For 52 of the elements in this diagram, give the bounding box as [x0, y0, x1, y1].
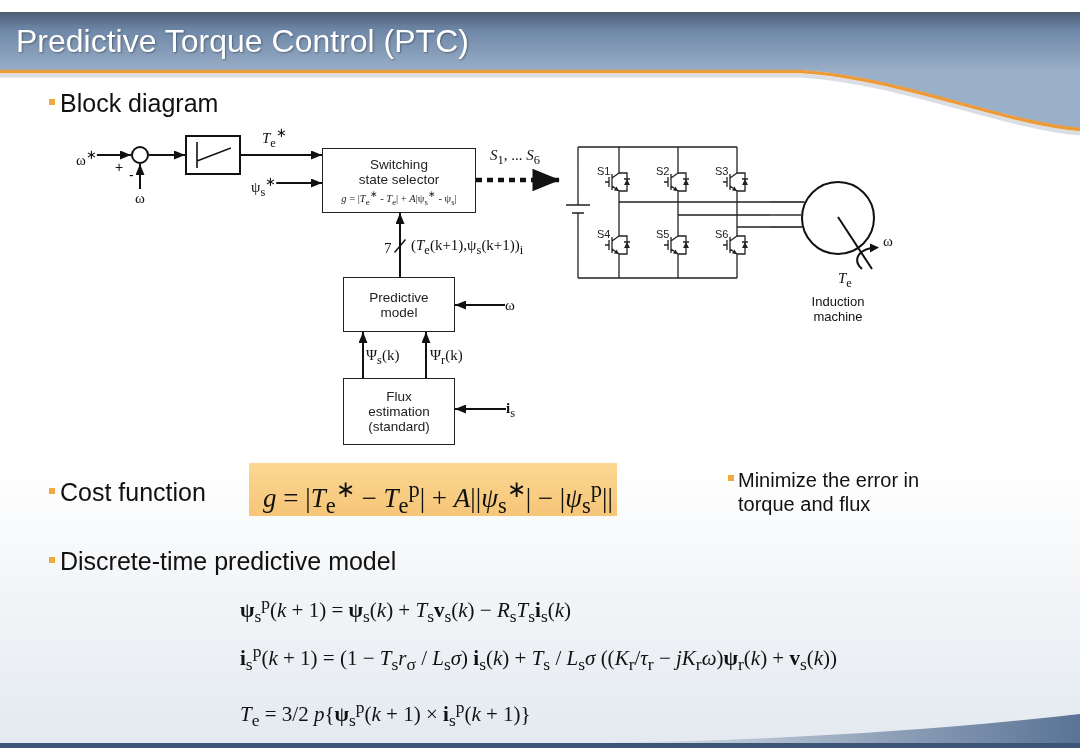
- dashed-arrow: [476, 168, 560, 192]
- sign-label: -: [129, 166, 134, 185]
- symbol-label: ω: [883, 233, 893, 250]
- node-caption: Induction machine: [810, 294, 866, 324]
- arrow: [95, 150, 132, 160]
- edge-label: Ψ$_{s}$(k): [366, 346, 400, 369]
- block-title: Predictive model: [368, 289, 430, 320]
- block-title: Flux estimation (standard): [367, 389, 431, 434]
- equation: ψ$_{s}$$^{p}$(k + 1) = ψ$_{s}$(k) + T$_{s}$v$_{s}$(k) − R$_{s}$T$_{s}$i$_{s}$(k): [240, 592, 572, 629]
- connection-line: [769, 214, 802, 216]
- sign-label: +: [115, 158, 124, 177]
- switch-label: S2: [656, 165, 670, 177]
- switch-label: S4: [597, 228, 611, 240]
- edge-label: Ψ$_{r}$(k): [430, 346, 463, 369]
- arrow: [454, 404, 507, 414]
- connection-line: [769, 226, 803, 228]
- arrow: [395, 212, 405, 278]
- edge-label: (T$_{e}$(k+1),ψ$_{s}$(k+1))$_{i}$: [411, 236, 524, 259]
- switch-label: S1: [597, 165, 611, 177]
- switch-label: S6: [715, 228, 729, 240]
- bullet-heading: Block diagram: [60, 88, 219, 119]
- note-text: Minimize the error in torque and flux: [738, 468, 921, 516]
- highlighted-formula: g = |T$_{e}$$^{∗}$ − T$_{e}$$^{p}$| + A||ψ$_{s}$$^{∗}$| − |ψ$_{s}$$^{p}$||: [249, 463, 617, 516]
- input-label: i$_{s}$: [506, 399, 516, 422]
- process-box: [322, 148, 476, 213]
- equation: i$_{s}$$^{p}$(k + 1) = (1 − T$_{s}$r$_{σ}$ / L$_{s}$σ) i$_{s}$(k) + T$_{s}$ / L$_{s}$σ ((K$_{r}$/τ$_{r}$ − jK$_{r}$ω)ψ$_{r}$(k) + v$_{s}$(k)): [240, 640, 838, 677]
- symbol-label: T$_{e}$: [838, 270, 852, 292]
- input-label: ω: [135, 189, 145, 207]
- formula: g = |T$_{e}$$^{∗}$ - T$_{e}$| + A|ψ$_{s}$$^{∗}$ - ψ$_{s}$|: [341, 188, 457, 209]
- block-title: Switching state selector: [357, 157, 441, 187]
- switch-label: S3: [715, 165, 729, 177]
- connection-line: [769, 201, 806, 203]
- arrow: [240, 150, 323, 160]
- input-label: ω: [505, 296, 515, 314]
- arrow: [135, 163, 145, 190]
- slide-title: Predictive Torque Control (PTC): [16, 22, 469, 60]
- arrow: [275, 178, 323, 188]
- arrow: [358, 331, 368, 379]
- process-box: [343, 378, 455, 445]
- equation: T$_{e}$ = 3/2 p{ψ$_{s}$$^{p}$(k + 1) × i$_{s}$$^{p}$(k + 1)}: [240, 696, 531, 733]
- arrow: [421, 331, 431, 379]
- switch-label: S5: [656, 228, 670, 240]
- bullet-heading: Discrete-time predictive model: [60, 546, 397, 577]
- function-block: [185, 135, 241, 175]
- arrow: [148, 150, 186, 160]
- bullet-heading: Cost function: [60, 477, 206, 508]
- arrow: [454, 300, 506, 310]
- bus-width-label: 7: [384, 239, 392, 258]
- edge-label: S$_{1}$, ... S$_{6}$: [490, 146, 540, 169]
- input-label: ω$^{∗}$: [76, 146, 97, 169]
- process-box: [343, 277, 455, 332]
- summing-junction: [131, 146, 149, 164]
